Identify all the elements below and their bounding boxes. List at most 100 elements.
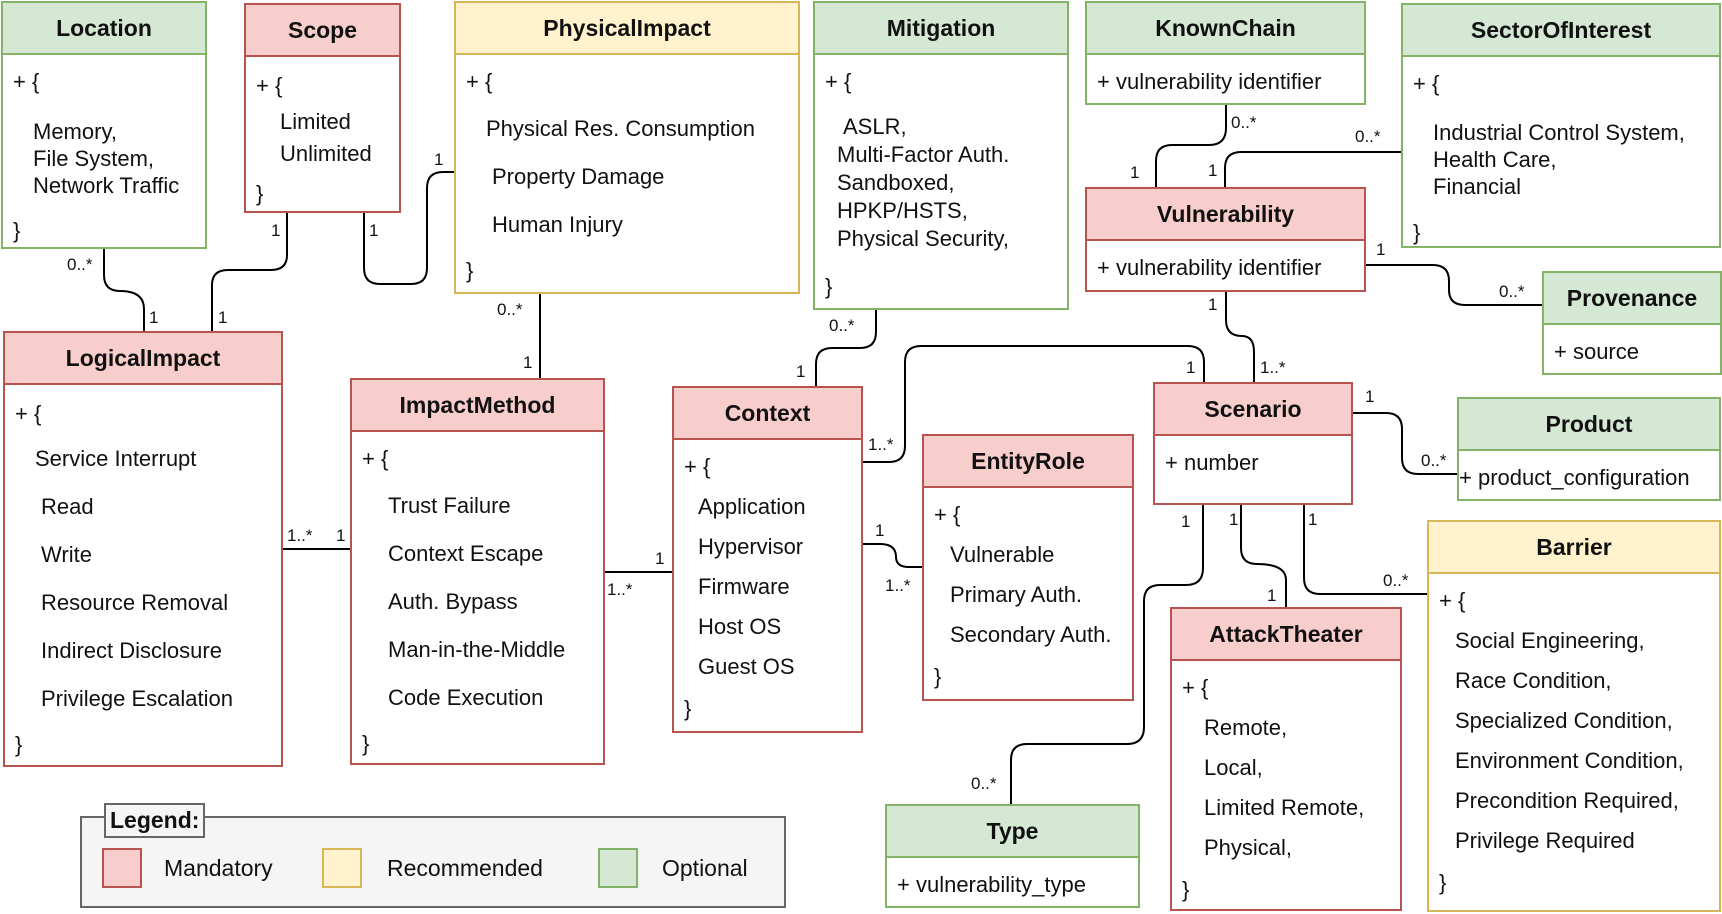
location-line: + {	[13, 69, 40, 94]
legend-swatch-mandatory	[102, 848, 142, 888]
multiplicity-label: 0..*	[829, 316, 855, 335]
legend-label-recommended: Recommended	[387, 855, 543, 881]
mitigation-line: HPKP/HSTS,	[837, 198, 968, 223]
multiplicity-label: 1	[1267, 586, 1277, 605]
context-line: Firmware	[698, 574, 790, 599]
impactmethod-title: ImpactMethod	[352, 380, 603, 432]
scope-line: Unlimited	[280, 141, 372, 166]
multiplicity-label: 1	[1130, 163, 1140, 182]
connector-context-entityrole	[863, 543, 922, 568]
sectorofinterest-line: Industrial Control System,	[1433, 120, 1685, 145]
legend-title: Legend:	[104, 803, 206, 838]
mitigation-title: Mitigation	[815, 3, 1067, 55]
attacktheater-line: + {	[1182, 675, 1209, 700]
physicalimpact-line: + {	[466, 69, 493, 94]
physicalimpact-line: Physical Res. Consumption	[486, 116, 756, 141]
multiplicity-label: 1..*	[287, 526, 313, 545]
connector-scenario-product	[1353, 412, 1460, 475]
barrier-line: Precondition Required,	[1455, 788, 1679, 813]
connector-knownchain-vulnerability	[1155, 105, 1227, 187]
multiplicity-label: 1	[271, 221, 281, 240]
mitigation-line: ASLR,	[843, 114, 907, 139]
sectorofinterest-line: Health Care,	[1433, 147, 1557, 172]
product-title: Product	[1459, 399, 1719, 451]
multiplicity-label: 1..*	[1260, 358, 1286, 377]
multiplicity-label: 1	[336, 526, 346, 545]
connector-location-logicalimpact	[103, 249, 145, 331]
location-line: File System,	[33, 146, 155, 171]
multiplicity-label: 1	[1186, 358, 1196, 377]
provenance-line: + source	[1554, 339, 1639, 364]
entityrole-title: EntityRole	[924, 436, 1132, 488]
provenance-title: Provenance	[1544, 273, 1720, 325]
location-line: }	[13, 218, 21, 243]
entityrole-box: EntityRole + { Vulnerable Primary Auth. …	[922, 434, 1134, 701]
type-title: Type	[887, 806, 1138, 858]
logicalimpact-line: }	[15, 732, 23, 757]
sectorofinterest-box: SectorOfInterest + { Industrial Control …	[1401, 3, 1721, 248]
sectorofinterest-line: }	[1413, 220, 1421, 245]
mitigation-line: Sandboxed,	[837, 170, 955, 195]
physicalimpact-title: PhysicalImpact	[456, 3, 798, 55]
attacktheater-line: }	[1182, 877, 1190, 902]
multiplicity-label: 1	[1376, 240, 1386, 259]
entityrole-line: Vulnerable	[950, 542, 1055, 567]
barrier-line: Specialized Condition,	[1455, 708, 1673, 733]
attacktheater-line: Limited Remote,	[1204, 795, 1365, 820]
physicalimpact-line: Human Injury	[492, 212, 623, 237]
location-title: Location	[3, 3, 205, 55]
impactmethod-line: Code Execution	[388, 685, 544, 710]
multiplicity-label: 1	[1181, 512, 1191, 531]
barrier-line: Environment Condition,	[1455, 748, 1684, 773]
context-box: Context + { Application Hypervisor Firmw…	[672, 386, 863, 733]
provenance-box: Provenance + source	[1542, 271, 1722, 375]
sectorofinterest-title: SectorOfInterest	[1403, 5, 1719, 57]
multiplicity-label: 1	[523, 353, 533, 372]
barrier-line: + {	[1439, 588, 1466, 613]
knownchain-line: + vulnerability identifier	[1097, 69, 1322, 94]
legend-swatch-recommended	[322, 848, 362, 888]
context-line: Guest OS	[698, 654, 795, 679]
barrier-title: Barrier	[1429, 522, 1719, 574]
scope-line: + {	[256, 73, 283, 98]
product-box: Product + product_configuration	[1457, 397, 1721, 501]
logicalimpact-line: Resource Removal	[41, 590, 229, 615]
multiplicity-label: 1	[796, 362, 806, 381]
barrier-box: Barrier + { Social Engineering, Race Con…	[1427, 520, 1721, 912]
multiplicity-label: 1	[1308, 510, 1318, 529]
context-line: Hypervisor	[698, 534, 804, 559]
multiplicity-label: 1..*	[868, 435, 894, 454]
connector-vulnerability-provenance	[1366, 264, 1542, 306]
context-line: Application	[698, 494, 806, 519]
multiplicity-label: 1	[218, 308, 228, 327]
attacktheater-box: AttackTheater + { Remote, Local, Limited…	[1170, 607, 1402, 911]
multiplicity-label: 0..*	[1383, 571, 1409, 590]
barrier-line: Race Condition,	[1455, 668, 1612, 693]
multiplicity-label: 1	[434, 150, 444, 169]
sectorofinterest-line: + {	[1413, 71, 1440, 96]
multiplicity-label: 0..*	[1355, 127, 1381, 146]
logicalimpact-line: Privilege Escalation	[41, 686, 233, 711]
location-line: Memory,	[33, 119, 117, 144]
multiplicity-label: 1	[1208, 295, 1218, 314]
legend-label-optional: Optional	[662, 855, 748, 881]
vulnerability-title: Vulnerability	[1087, 189, 1364, 241]
location-box: Location + { Memory, File System, Networ…	[1, 1, 207, 249]
entityrole-line: }	[934, 664, 942, 689]
connector-scope-physicalimpact	[363, 171, 454, 285]
type-line: + vulnerability_type	[897, 872, 1086, 897]
knownchain-box: KnownChain + vulnerability identifier	[1085, 1, 1366, 105]
scenario-title: Scenario	[1155, 384, 1351, 436]
multiplicity-label: 0..*	[1421, 451, 1447, 470]
scenario-box: Scenario + number	[1153, 382, 1353, 505]
logicalimpact-line: Indirect Disclosure	[41, 638, 222, 663]
connector-scenario-attacktheater	[1240, 505, 1287, 607]
entityrole-line: Primary Auth.	[950, 582, 1083, 607]
physicalimpact-line: Property Damage	[492, 164, 665, 189]
sectorofinterest-line: Financial	[1433, 174, 1522, 199]
attacktheater-line: Local,	[1204, 755, 1263, 780]
impactmethod-box: ImpactMethod + { Trust Failure Context E…	[350, 378, 605, 765]
multiplicity-label: 1	[655, 549, 665, 568]
impactmethod-line: }	[362, 731, 370, 756]
